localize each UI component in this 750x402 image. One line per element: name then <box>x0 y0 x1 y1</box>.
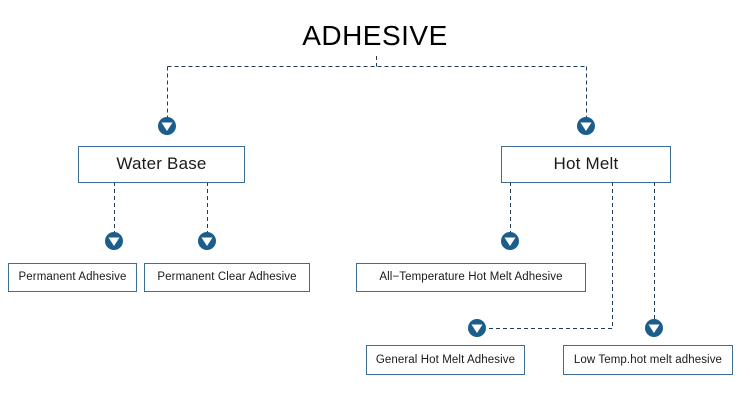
node-hot-melt[interactable]: Hot Melt <box>501 146 671 183</box>
arrow-marker-hot-melt <box>577 117 595 135</box>
arrow-marker-permanent-clear-adhesive <box>198 232 216 250</box>
arrow-marker-all-temperature-hot-melt-adhesive <box>501 232 519 250</box>
connector-hot-melt-to-general <box>486 182 614 330</box>
page-title: ADHESIVE <box>302 20 448 51</box>
node-general-hot-melt-adhesive[interactable]: General Hot Melt Adhesive <box>366 345 525 375</box>
arrow-marker-general-hot-melt-adhesive <box>468 319 486 337</box>
node-permanent-clear-adhesive[interactable]: Permanent Clear Adhesive <box>144 263 310 292</box>
node-water-base[interactable]: Water Base <box>78 146 245 183</box>
node-all-temperature-hot-melt-adhesive[interactable]: All−Temperature Hot Melt Adhesive <box>356 263 586 292</box>
node-permanent-adhesive[interactable]: Permanent Adhesive <box>8 263 137 292</box>
arrow-marker-permanent-adhesive <box>105 232 123 250</box>
arrow-marker-water-base <box>158 117 176 135</box>
arrow-marker-low-temp-hot-melt-adhesive <box>645 319 663 337</box>
node-low-temp-hot-melt-adhesive[interactable]: Low Temp.hot melt adhesive <box>563 345 733 375</box>
